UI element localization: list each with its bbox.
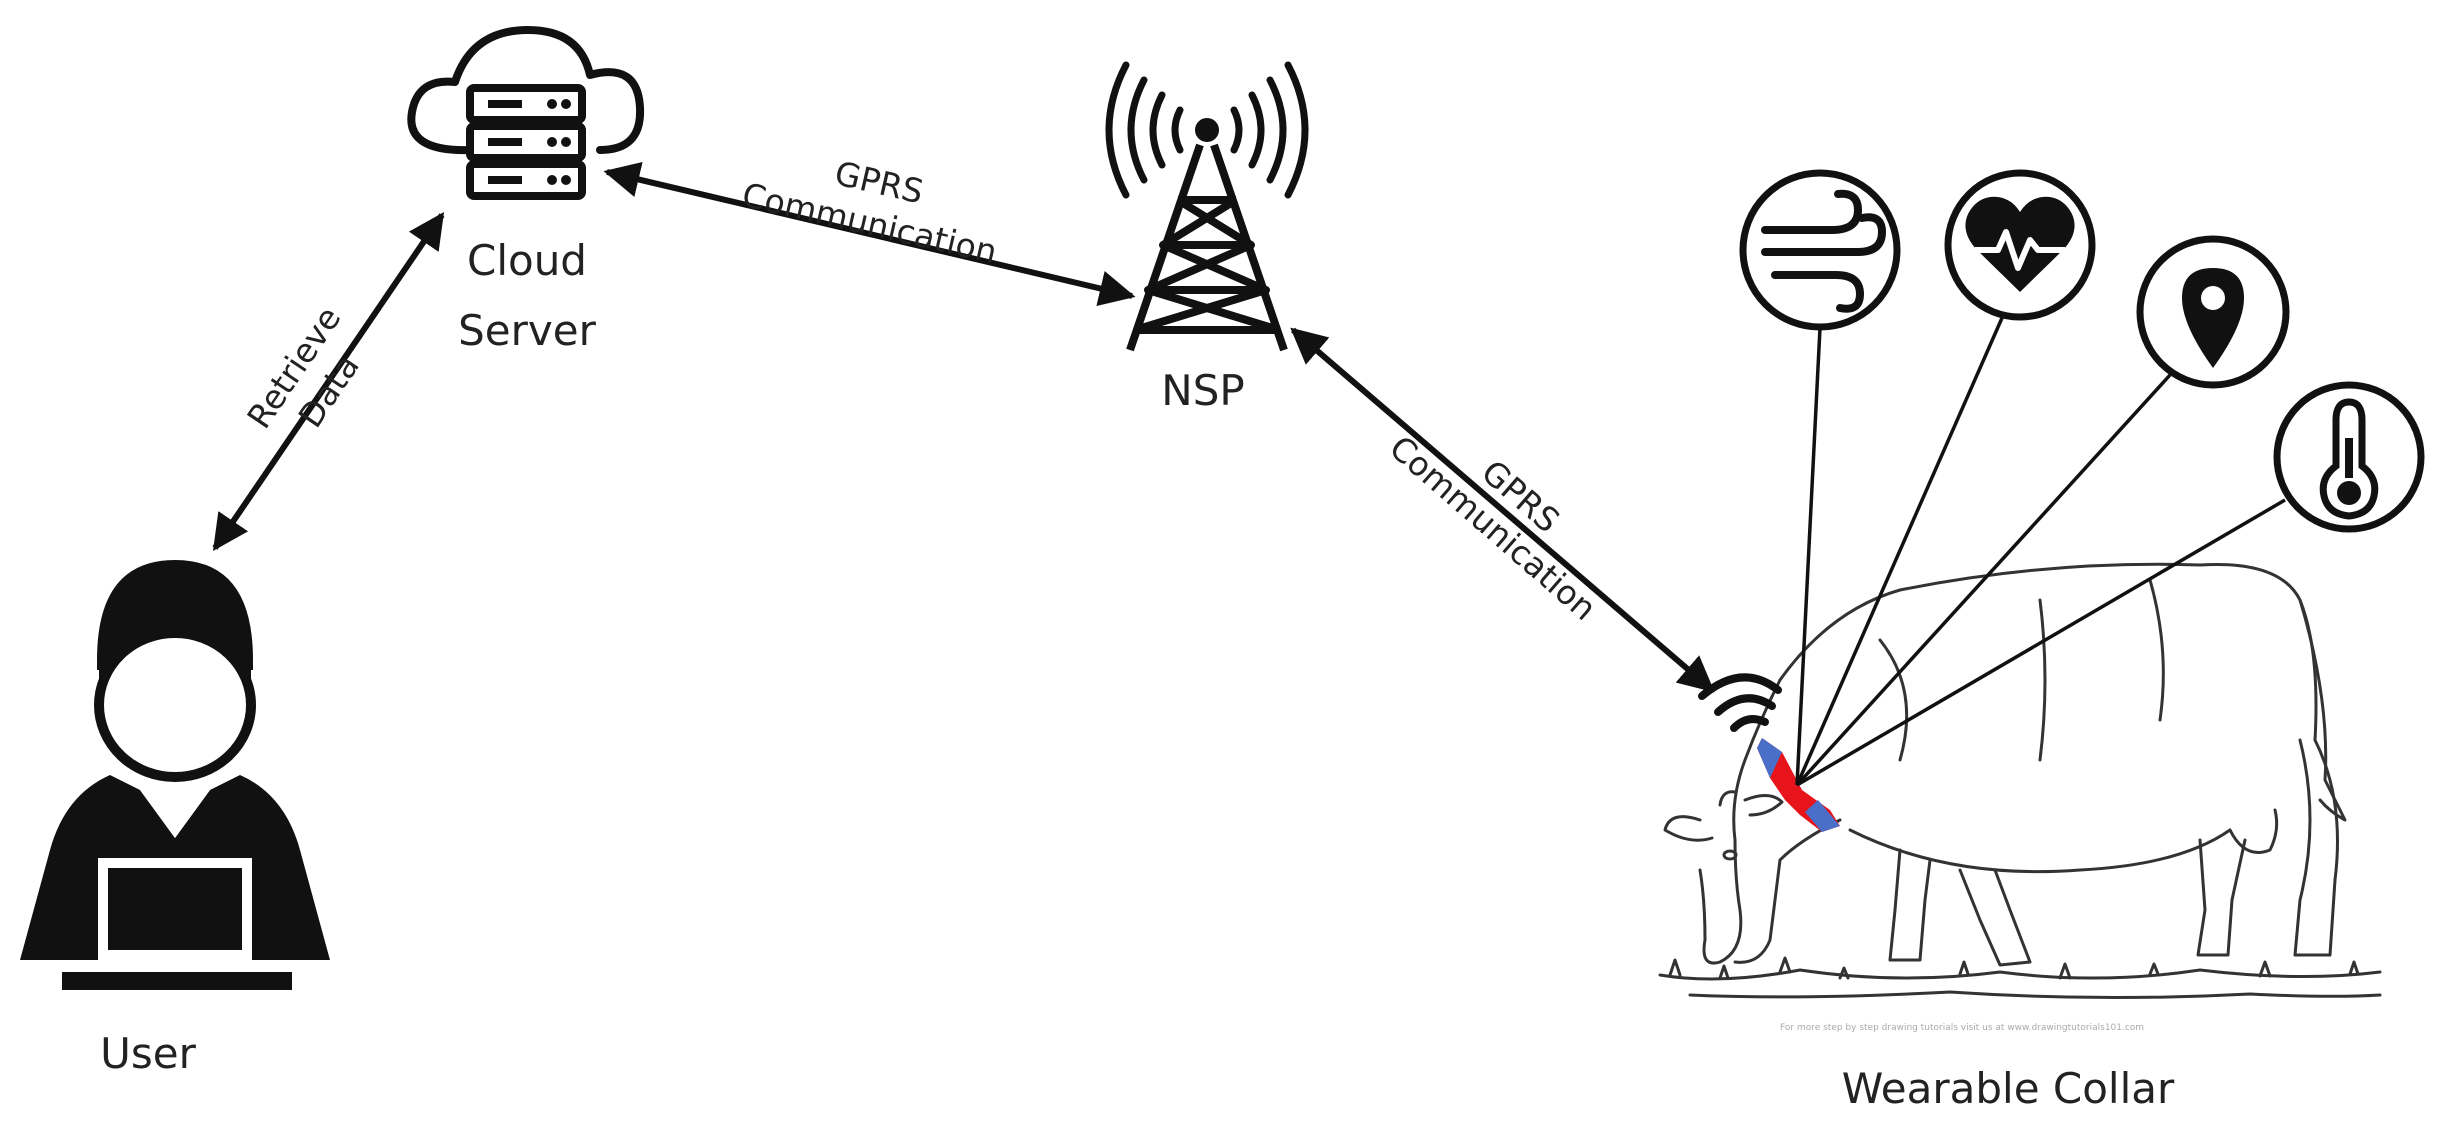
collar-label: Wearable Collar	[1842, 1064, 2175, 1113]
cow-with-collar-icon	[1658, 562, 2382, 1000]
cloud-server-label-line1: Cloud	[467, 236, 587, 285]
location-pin-icon	[2136, 235, 2290, 389]
user-laptop-icon	[20, 560, 330, 990]
edge-cloud-nsp	[603, 161, 1136, 307]
sensor-links	[1795, 317, 2286, 787]
nsp-label: NSP	[1161, 366, 1244, 415]
user-label: User	[100, 1029, 196, 1078]
cloud-server-icon	[407, 26, 645, 200]
edge-nsp-collar	[1290, 327, 1715, 693]
watermark: For more step by step drawing tutorials …	[1780, 1023, 2144, 1033]
edge-nsp-collar-label-line2: Communication	[1382, 428, 1604, 628]
cloud-server-label-line2: Server	[458, 306, 596, 355]
cell-tower-icon	[1105, 61, 1309, 352]
heart-pulse-icon	[1944, 169, 2096, 321]
wireless-signal-icon	[1698, 673, 1782, 732]
edge-user-cloud	[212, 212, 445, 551]
thermometer-icon	[2273, 381, 2425, 533]
wind-icon	[1739, 169, 1901, 331]
